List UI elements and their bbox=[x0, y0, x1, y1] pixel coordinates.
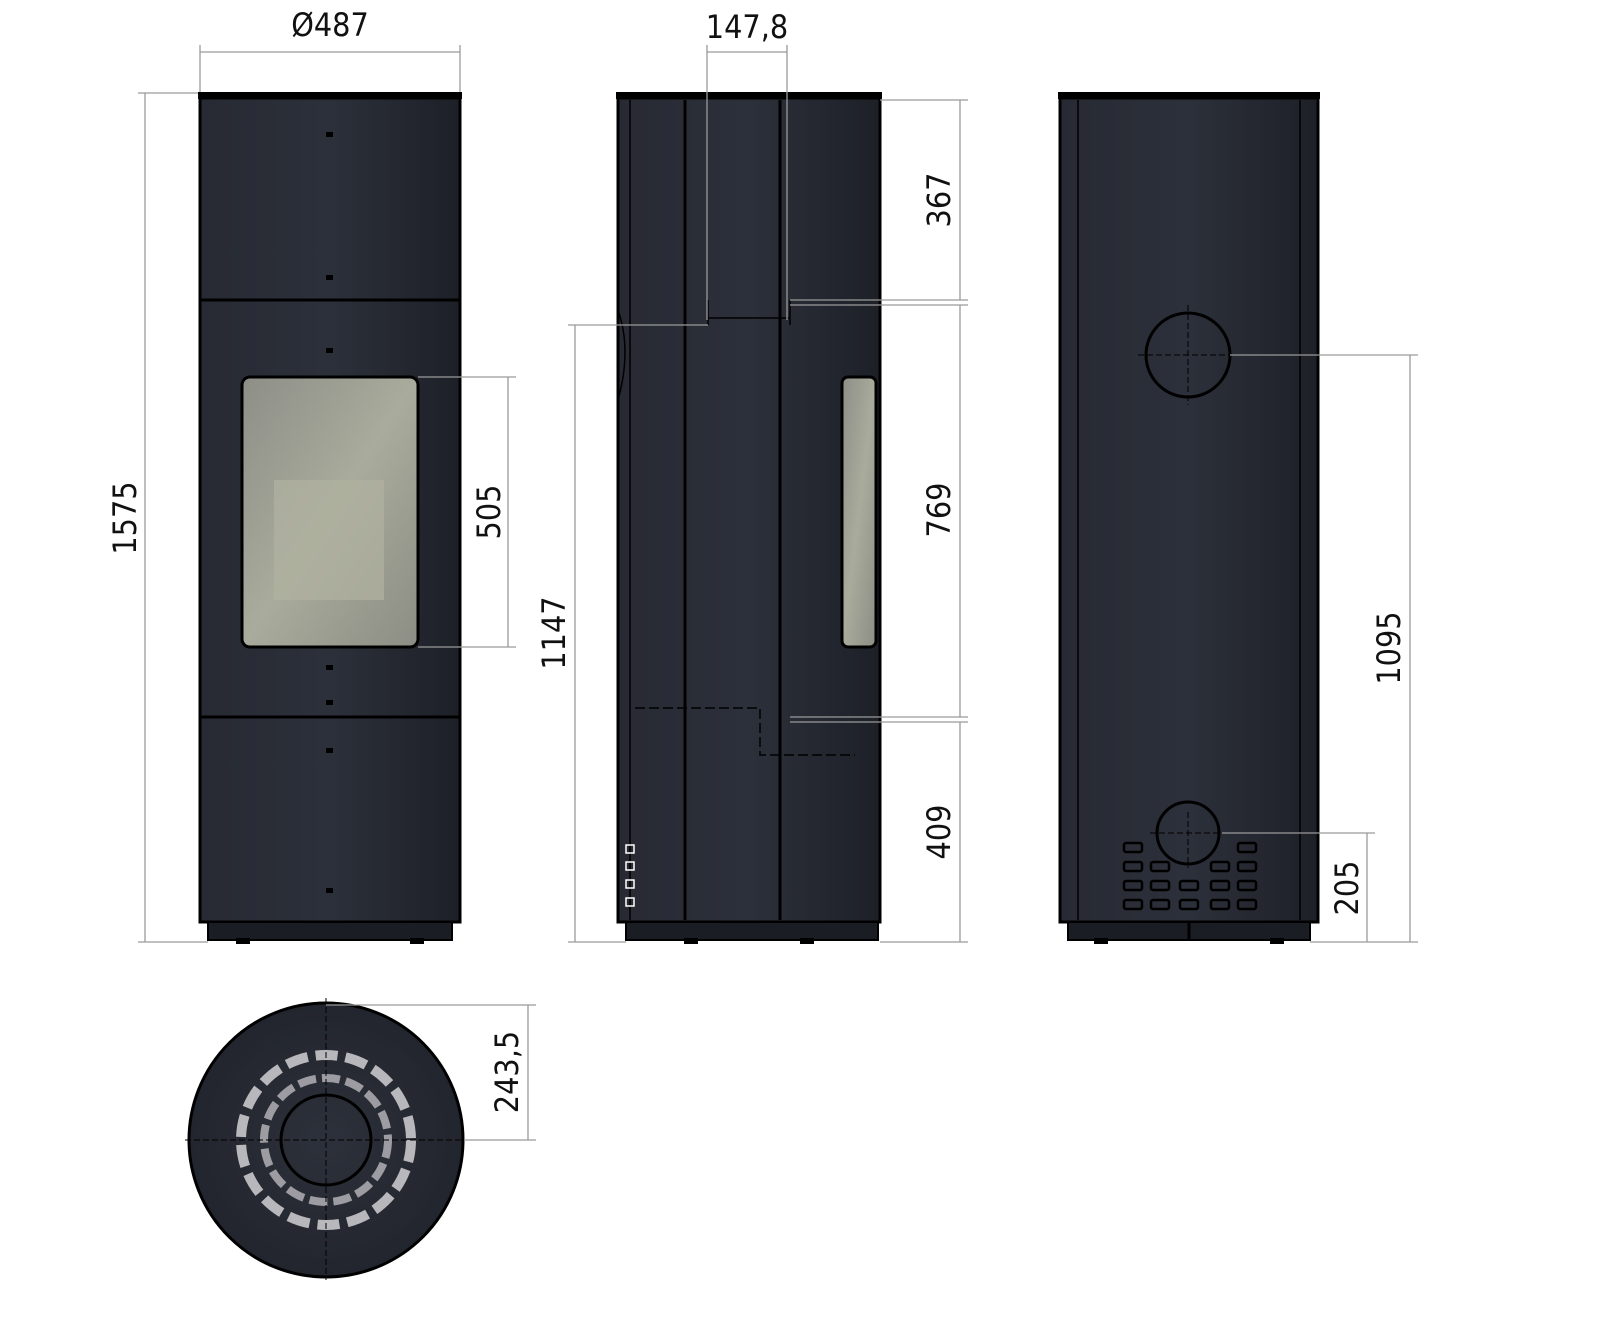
inlet-height-label: 1147 bbox=[535, 596, 573, 669]
top-section-label: 367 bbox=[920, 173, 958, 228]
lower-outlet-label: 205 bbox=[1328, 861, 1366, 916]
bottom-section-label: 409 bbox=[920, 805, 958, 860]
diameter-label: Ø487 bbox=[291, 6, 369, 44]
top-view: 243,5 bbox=[185, 998, 536, 1280]
front-view: Ø487 1575 505 bbox=[106, 6, 516, 944]
upper-outlet-label: 1095 bbox=[1370, 611, 1408, 684]
top-offset-label: 243,5 bbox=[488, 1031, 526, 1113]
side-view: 147,8 367 769 409 1147 bbox=[535, 8, 968, 944]
flue-offset-label: 147,8 bbox=[706, 8, 788, 46]
height-label: 1575 bbox=[106, 481, 144, 554]
glass-height-label: 505 bbox=[470, 485, 508, 540]
vent-grid bbox=[1122, 841, 1258, 911]
back-view: 1095 205 bbox=[1058, 92, 1418, 944]
middle-section-label: 769 bbox=[920, 483, 958, 538]
